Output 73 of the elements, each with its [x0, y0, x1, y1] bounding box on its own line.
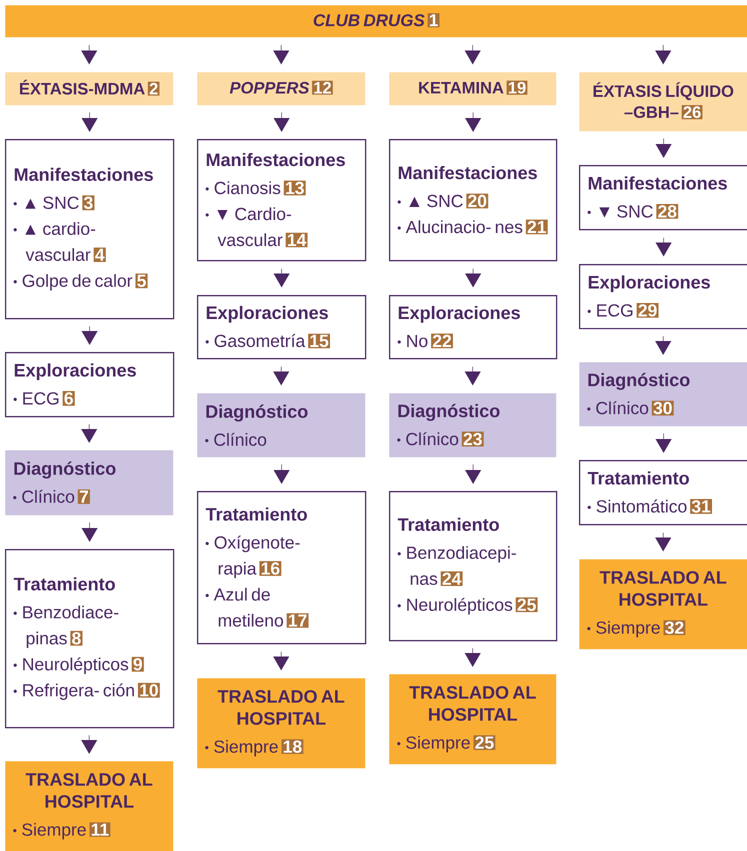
process-box: Tratamiento Benzodiacepi- nas 24 Neurolépticos 25 — [389, 491, 558, 642]
number-badge: 26 — [682, 105, 702, 120]
number-badge: 21 — [526, 220, 548, 234]
number-badge: 25 — [516, 597, 538, 612]
transfer-box: TRASLADO AL HOSPITAL Siempre 11 — [5, 761, 174, 851]
arrow — [656, 433, 672, 453]
diagnosis-box: Diagnóstico Clínico 23 — [389, 393, 556, 458]
number-badge: 23 — [462, 432, 484, 446]
diagnosis-box: Diagnóstico Clínico — [197, 393, 366, 458]
header-box: KETAMINA 19 — [389, 72, 556, 106]
number-badge: 14 — [286, 232, 308, 248]
number-badge: 1 — [428, 13, 440, 28]
number-badge: 28 — [656, 204, 678, 219]
process-box: Tratamiento Oxígenote- rapia 16 Azul de metileno 17 — [197, 491, 366, 644]
number-badge: 24 — [440, 571, 463, 586]
process-box: Exploraciones Gasometría 15 — [197, 295, 366, 360]
number-badge: 30 — [652, 400, 674, 416]
transfer-box: TRASLADO AL HOSPITAL Siempre 32 — [579, 559, 747, 650]
arrow — [82, 522, 98, 542]
header-box: POPPERS 12 — [197, 72, 366, 106]
arrow — [274, 464, 290, 484]
arrow — [274, 268, 290, 288]
arrow — [273, 366, 290, 386]
arrow — [82, 326, 98, 345]
number-badge: 22 — [431, 334, 453, 348]
arrow — [656, 138, 672, 158]
process-box: Tratamiento Sintomático 31 — [579, 460, 747, 526]
number-badge: 15 — [308, 334, 330, 348]
arrow — [81, 734, 98, 754]
process-box: Manifestaciones ▲ SNC 3 ▲ cardio- vascular 4 Golpe de calor 5 — [5, 139, 174, 320]
header-box: ÉXTASIS-MDMA 2 — [5, 72, 174, 106]
arrow — [273, 651, 290, 670]
box-band: CLUB DRUGS 1 — [5, 5, 747, 38]
header-box: ÉXTASIS LÍQUIDO –GBH– 26 — [579, 72, 747, 132]
number-badge: 13 — [284, 180, 306, 196]
number-badge: 12 — [312, 80, 333, 95]
arrow — [464, 44, 481, 64]
number-badge: 9 — [132, 656, 144, 672]
number-badge: 2 — [148, 82, 160, 96]
arrow — [82, 112, 98, 132]
arrow — [656, 237, 672, 256]
process-box: Exploraciones ECG 29 — [579, 264, 747, 330]
process-box: Tratamiento Benzodiace- pinas 8 Neurolépticos 9 Refrigera- ción 10 — [5, 549, 174, 728]
process-box: Exploraciones No 22 — [389, 295, 558, 360]
arrow — [464, 366, 481, 386]
arrow — [81, 44, 98, 64]
number-badge: 17 — [286, 613, 309, 628]
transfer-box: TRASLADO AL HOSPITAL Siempre 25 — [389, 674, 556, 764]
arrow — [465, 268, 482, 288]
arrow — [81, 424, 98, 443]
number-badge: 20 — [466, 194, 488, 208]
arrow — [273, 44, 290, 64]
number-badge: 4 — [94, 248, 106, 262]
diagnosis-box: Diagnóstico Clínico 7 — [5, 450, 174, 516]
arrow — [274, 112, 290, 132]
arrow — [465, 112, 482, 132]
process-box: Exploraciones ECG 6 — [5, 352, 174, 418]
transfer-box: TRASLADO AL HOSPITAL Siempre 18 — [197, 678, 366, 768]
process-box: Manifestaciones Cianosis 13 ▼ Cardio- vascular 14 — [197, 139, 366, 262]
arrow — [655, 44, 672, 64]
process-box: Manifestaciones ▼ SNC 28 — [579, 165, 747, 230]
number-badge: 31 — [690, 499, 712, 514]
arrow — [655, 532, 672, 552]
number-badge: 16 — [259, 561, 282, 576]
arrow — [464, 648, 481, 667]
diagnosis-box: Diagnóstico Clínico 30 — [579, 362, 747, 426]
process-box: Manifestaciones ▲ SNC 20 Alucinacio- nes 21 — [389, 139, 558, 262]
number-badge: 19 — [506, 80, 528, 95]
number-badge: 6 — [62, 391, 75, 406]
number-badge: 29 — [636, 303, 658, 318]
number-badge: 5 — [135, 274, 148, 288]
arrow — [465, 464, 482, 484]
arrow — [655, 336, 672, 355]
